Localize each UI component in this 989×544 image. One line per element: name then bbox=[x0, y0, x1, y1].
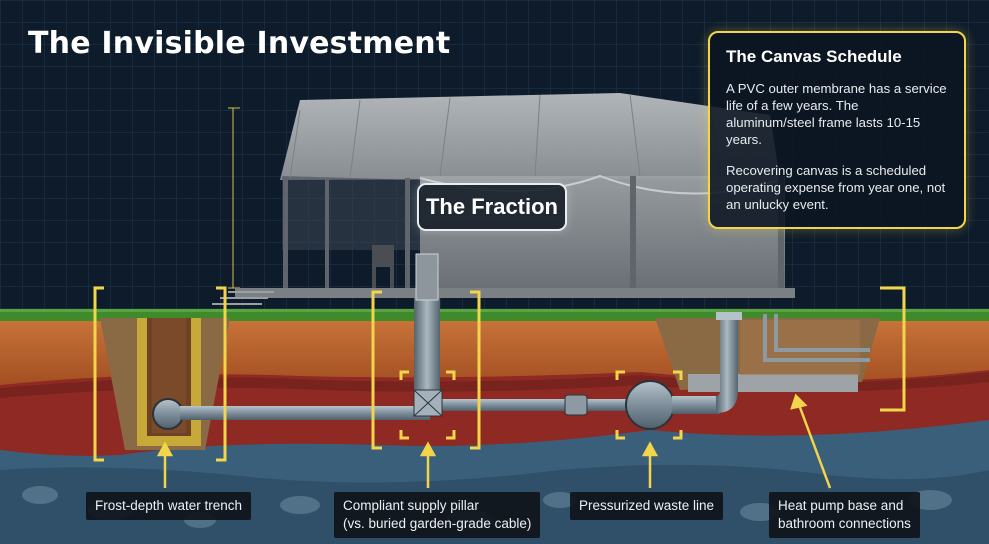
pointer-arrows bbox=[156, 393, 832, 489]
supply-pillar-label-line1: Compliant supply pillar bbox=[343, 498, 479, 513]
fraction-label: The Fraction bbox=[417, 183, 567, 231]
callout-paragraph-1: A PVC outer membrane has a service life … bbox=[726, 81, 947, 147]
page-title: The Invisible Investment bbox=[28, 26, 451, 61]
canvas-schedule-callout: The Canvas Schedule A PVC outer membrane… bbox=[708, 31, 966, 229]
heat-pump-label-line2: bathroom connections bbox=[778, 516, 911, 531]
waste-line-label: Pressurized waste line bbox=[570, 492, 724, 520]
supply-pipe-network bbox=[180, 253, 630, 420]
heat-pump-label-line1: Heat pump base and bbox=[778, 498, 904, 513]
callout-paragraph-2: Recovering canvas is a scheduled operati… bbox=[726, 163, 946, 212]
trench-label: Frost-depth water trench bbox=[86, 492, 252, 520]
supply-pillar-label-line2: (vs. buried garden-grade cable) bbox=[343, 516, 532, 531]
tent-structure bbox=[212, 93, 795, 305]
highlight-brackets bbox=[93, 286, 906, 462]
heat-pump-pit bbox=[655, 318, 880, 392]
callout-heading: The Canvas Schedule bbox=[726, 47, 902, 66]
waste-pipe-network bbox=[625, 312, 870, 430]
supply-pillar-label: Compliant supply pillar (vs. buried gard… bbox=[334, 492, 541, 538]
heat-pump-label: Heat pump base and bathroom connections bbox=[769, 492, 920, 538]
